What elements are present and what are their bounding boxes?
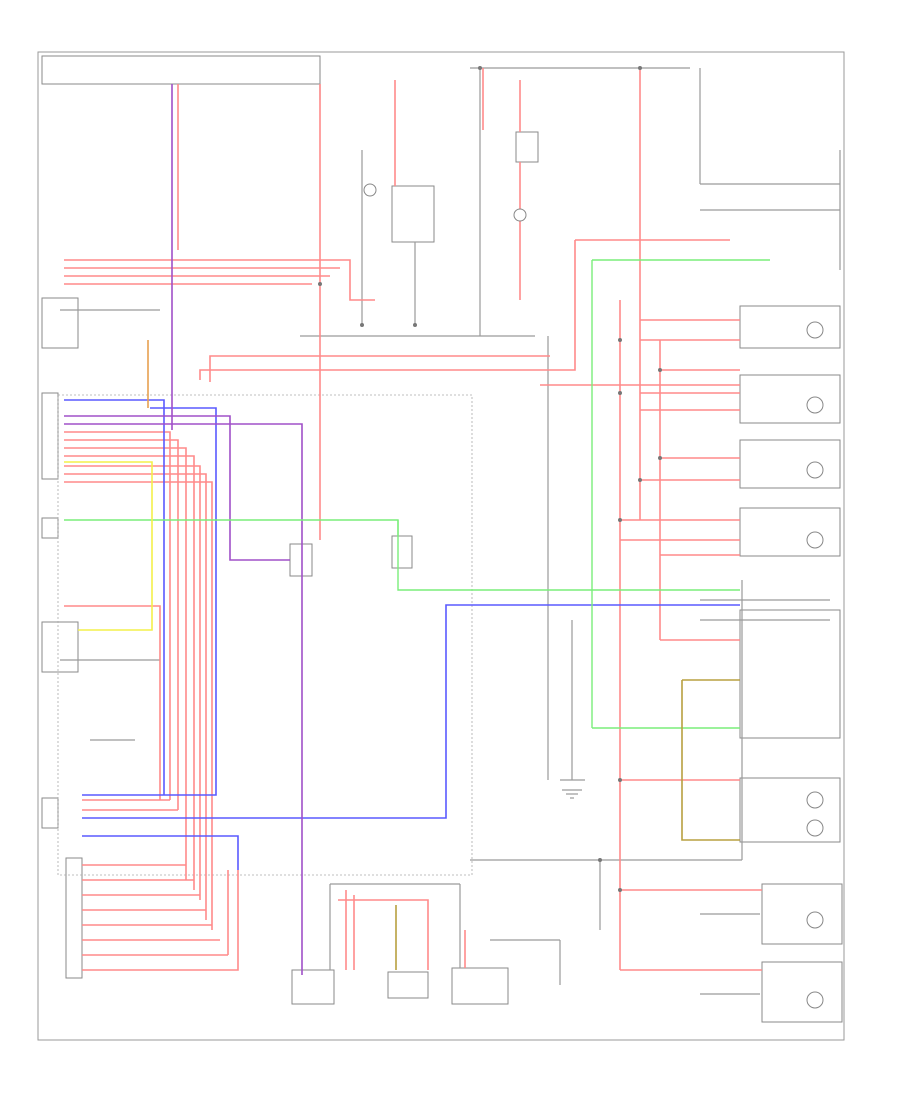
right-lamp-box-3 [739, 439, 841, 489]
right-lamp-box-7 [761, 961, 843, 1023]
lamp-icon [806, 991, 824, 1009]
left-component-switch-group [41, 55, 321, 85]
ground-icon [562, 789, 582, 799]
lamp-icon [806, 791, 824, 809]
lamp-icon [363, 183, 377, 197]
diagram-frame [37, 51, 845, 1041]
accent-wires [64, 340, 740, 970]
lamp-icon [806, 819, 824, 837]
left-junction-connector-d [65, 857, 83, 979]
right-front-door-courtesy-switch [41, 621, 79, 673]
right-lamp-box-4 [739, 507, 841, 557]
fuse-box [515, 131, 539, 163]
bottom-connector-c [451, 967, 509, 1005]
right-switch-box [739, 609, 841, 739]
junction-dots [318, 66, 662, 892]
lamp-icon [806, 321, 824, 339]
blue-wires [64, 399, 740, 870]
right-lamp-box-6 [761, 883, 843, 945]
lamp-icon [806, 911, 824, 929]
lamp-icon [806, 396, 824, 414]
gray-wires [60, 60, 841, 995]
lamp-icon [513, 208, 527, 222]
bottom-connector-b [387, 971, 429, 999]
right-lamp-box-2 [739, 374, 841, 424]
left-junction-connector-b [41, 517, 59, 539]
relay-box [391, 185, 435, 243]
dashed-region [57, 394, 473, 876]
left-junction-connector-c [41, 797, 59, 829]
left-front-door-courtesy-switch [41, 297, 79, 349]
bottom-connector-a [291, 969, 335, 1005]
purple-wires [64, 84, 303, 975]
lamp-symbols [363, 183, 824, 1009]
relay-center [289, 543, 313, 577]
right-lamp-box-5 [739, 777, 841, 843]
green-wires [64, 259, 770, 729]
right-lamp-box-1 [739, 305, 841, 349]
lamp-icon [806, 461, 824, 479]
left-junction-connector-a [41, 392, 59, 480]
red-wires [64, 68, 762, 971]
lamp-icon [806, 531, 824, 549]
relay-right [391, 535, 413, 569]
